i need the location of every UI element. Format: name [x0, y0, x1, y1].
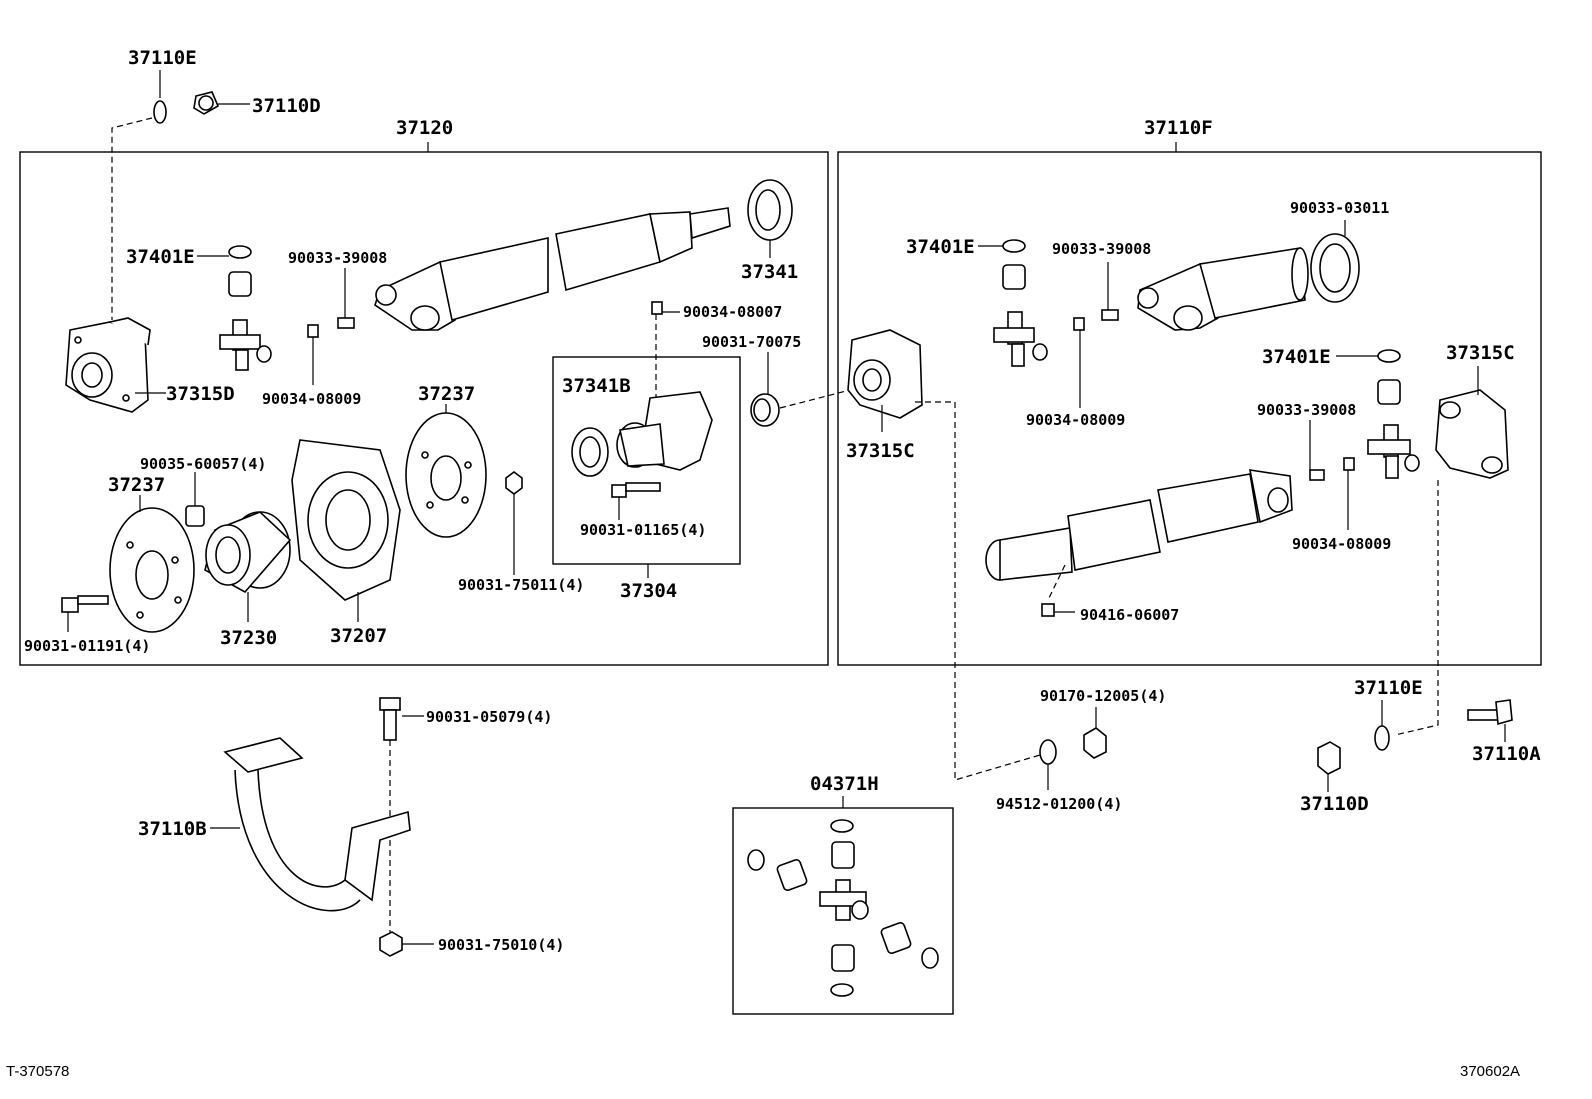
- label-37341B: 37341B: [562, 375, 631, 397]
- label-37110A: 37110A: [1472, 743, 1541, 765]
- bearing-cup-r1: [1002, 264, 1026, 290]
- label-37110E-top: 37110E: [128, 47, 197, 69]
- label-90034-08009-r2: 90034-08009: [1292, 535, 1391, 553]
- nut-90170-12005: [1083, 727, 1107, 759]
- plate-37237-right: [405, 412, 487, 538]
- shaft-37110F-lower: [985, 469, 1293, 581]
- label-04371H: 04371H: [810, 773, 879, 795]
- snap-ring-37401E-r1: [1002, 239, 1026, 253]
- label-90033-39008-r1: 90033-39008: [1052, 240, 1151, 258]
- grease-fitting-90034-08009-left: [307, 324, 319, 345]
- nut-90031-75011: [505, 471, 523, 495]
- clip-90416-06007: [1041, 603, 1055, 617]
- label-90416-06007: 90416-06007: [1080, 606, 1179, 624]
- center-bearing-housing: [616, 391, 713, 471]
- label-37110B: 37110B: [138, 818, 207, 840]
- label-90031-70075: 90031-70075: [702, 333, 801, 351]
- bolt-37110A: [1467, 699, 1513, 726]
- plug-90031-70075: [750, 393, 780, 427]
- label-90034-08007: 90034-08007: [683, 303, 782, 321]
- lock-washer-37110E-r: [1374, 725, 1390, 751]
- bolt-90033-39008-left: [337, 317, 355, 329]
- bolt-90033-39008-r2: [1309, 469, 1325, 481]
- snap-ring-37401E-r2: [1377, 349, 1401, 363]
- cushion-37230: [204, 511, 292, 594]
- plate-37237-left: [109, 507, 195, 633]
- nut-37110D-top: [193, 91, 220, 115]
- nut-37110D-r: [1317, 741, 1341, 775]
- label-37110F: 37110F: [1144, 117, 1213, 139]
- box-37304: [552, 356, 741, 565]
- bolt-90031-01165: [611, 482, 661, 498]
- label-37315D: 37315D: [166, 383, 235, 405]
- flange-yoke-37315D: [65, 317, 151, 413]
- label-37304: 37304: [620, 580, 677, 602]
- grease-fitting-90034-08009-r1: [1073, 317, 1085, 331]
- flange-yoke-37315C-mid: [847, 329, 923, 419]
- label-37237-upper: 37237: [418, 383, 475, 405]
- flange-yoke-37315C-right: [1435, 389, 1509, 479]
- propeller-shaft-37120: [374, 207, 731, 331]
- label-90031-01191: 90031-01191(4): [24, 637, 150, 655]
- label-90034-08009-left: 90034-08009: [262, 390, 361, 408]
- grease-fitting-90034-08007: [651, 301, 663, 315]
- label-90170-12005: 90170-12005(4): [1040, 687, 1166, 705]
- label-37110D-top: 37110D: [252, 95, 321, 117]
- spacer-90035-60057: [185, 505, 205, 527]
- bolt-90031-01191: [61, 595, 109, 613]
- footer-right-code: 370602A: [1460, 1063, 1520, 1080]
- bolt-90033-39008-r1: [1101, 309, 1119, 321]
- label-37401E-left: 37401E: [126, 246, 195, 268]
- snap-ring-37401E-left: [228, 245, 252, 259]
- label-90033-39008-left: 90033-39008: [288, 249, 387, 267]
- label-37110E-right: 37110E: [1354, 677, 1423, 699]
- box-37110F: [837, 151, 1542, 666]
- label-37401E-r2: 37401E: [1262, 346, 1331, 368]
- bracket-37207: [291, 439, 401, 601]
- bracket-37110B: [223, 737, 411, 912]
- box-37120: [19, 151, 829, 666]
- dust-seal-37341: [747, 179, 793, 241]
- footer-left-code: T-370578: [6, 1063, 69, 1080]
- label-90031-75010: 90031-75010(4): [438, 936, 564, 954]
- spider-r2: [1367, 424, 1420, 479]
- washer-94512-01200: [1039, 739, 1057, 765]
- label-90031-75011: 90031-75011(4): [458, 576, 584, 594]
- label-37341: 37341: [741, 261, 798, 283]
- grease-fitting-90034-08009-r2: [1343, 457, 1355, 471]
- label-37401E-r1: 37401E: [906, 236, 975, 258]
- label-37110D-right: 37110D: [1300, 793, 1369, 815]
- label-90031-01165: 90031-01165(4): [580, 521, 706, 539]
- bearing-cup-r2: [1377, 379, 1401, 405]
- label-37230: 37230: [220, 627, 277, 649]
- label-37120: 37120: [396, 117, 453, 139]
- bearing-cup-left: [228, 271, 252, 297]
- label-90031-05079: 90031-05079(4): [426, 708, 552, 726]
- shaft-37110F-upper: [1137, 247, 1309, 331]
- oil-seal-37341B: [571, 427, 609, 477]
- label-37315C-right: 37315C: [1446, 342, 1515, 364]
- lock-washer-37110E-top: [153, 100, 167, 124]
- spider-kit-04371H: [747, 819, 939, 997]
- label-90033-39008-r2: 90033-39008: [1257, 401, 1356, 419]
- nut-90031-75010: [379, 931, 403, 957]
- seal-90033-03011: [1310, 233, 1360, 303]
- label-37315C-mid: 37315C: [846, 440, 915, 462]
- spider-left: [219, 319, 272, 371]
- label-90034-08009-r1: 90034-08009: [1026, 411, 1125, 429]
- label-37237-lower: 37237: [108, 474, 165, 496]
- label-37207: 37207: [330, 625, 387, 647]
- label-90033-03011: 90033-03011: [1290, 199, 1389, 217]
- spider-r1: [993, 311, 1048, 367]
- label-90035-60057: 90035-60057(4): [140, 455, 266, 473]
- bolt-90031-05079: [379, 697, 401, 741]
- label-94512-01200: 94512-01200(4): [996, 795, 1122, 813]
